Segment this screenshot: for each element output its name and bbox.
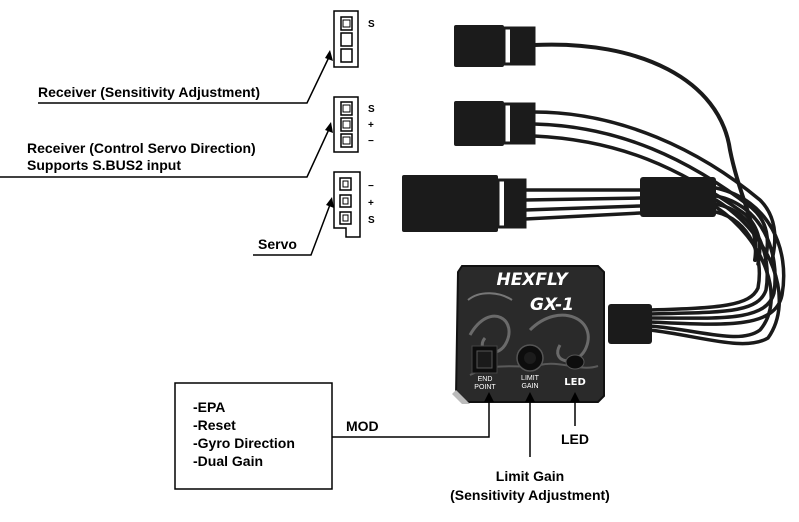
cable-sleeve: [640, 177, 716, 217]
callout-led: LED: [561, 392, 589, 447]
pin-label-s: S: [368, 104, 375, 115]
mod-item-reset: -Reset: [193, 417, 236, 433]
end-point-label-1: END: [478, 376, 493, 383]
mod-item-gyro-direction: -Gyro Direction: [193, 435, 295, 451]
device-cable-sleeve: [608, 304, 652, 344]
limit-gain-device-label-1: LIMIT: [521, 375, 540, 382]
callout-limit-gain: Limit Gain (Sensitivity Adjustment): [450, 392, 610, 503]
label-receiver-sensitivity: Receiver (Sensitivity Adjustment): [38, 84, 260, 100]
label-limit-gain: Limit Gain: [496, 468, 564, 484]
label-sensitivity-adjustment: (Sensitivity Adjustment): [450, 487, 610, 503]
pin-label-minus: −: [368, 136, 374, 147]
receiver-sensitivity-connector: S: [333, 10, 375, 68]
device-brand: HEXFLY: [496, 270, 569, 290]
led-device-label: LED: [564, 377, 586, 388]
label-receiver-control: Receiver (Control Servo Direction): [27, 140, 256, 156]
label-servo: Servo: [258, 236, 297, 252]
plug-middle: [454, 101, 536, 146]
callout-servo: Servo: [253, 197, 334, 256]
end-point-label-2: POINT: [474, 384, 496, 391]
callout-receiver-sensitivity: Receiver (Sensitivity Adjustment): [38, 50, 333, 104]
receiver-control-connector: S + −: [333, 96, 375, 153]
cable-harness: [523, 42, 786, 346]
pin-label-plus: +: [368, 120, 374, 131]
label-sbus2-support: Supports S.BUS2 input: [27, 157, 181, 173]
mod-item-epa: -EPA: [193, 399, 225, 415]
plug-bottom: [402, 175, 527, 232]
callout-mod: MOD: [332, 392, 494, 438]
device-model: GX-1: [530, 295, 574, 315]
pin-label-plus: +: [368, 198, 374, 209]
pin-label-s: S: [368, 19, 375, 30]
pin-label-s: S: [368, 215, 375, 226]
mod-item-dual-gain: -Dual Gain: [193, 453, 263, 469]
limit-gain-device-label-2: GAIN: [521, 383, 538, 390]
pin-label-minus: −: [368, 181, 374, 192]
plug-top: [454, 25, 536, 67]
limit-gain-knob[interactable]: LIMIT GAIN: [516, 344, 544, 390]
servo-connector: − + S: [333, 171, 375, 238]
label-mod: MOD: [346, 418, 379, 434]
mod-functions-box: -EPA -Reset -Gyro Direction -Dual Gain: [174, 382, 333, 490]
end-point-button[interactable]: END POINT: [471, 345, 498, 391]
label-led: LED: [561, 431, 589, 447]
led-indicator: LED: [564, 354, 586, 388]
callout-receiver-control: Receiver (Control Servo Direction) Suppo…: [0, 122, 333, 178]
